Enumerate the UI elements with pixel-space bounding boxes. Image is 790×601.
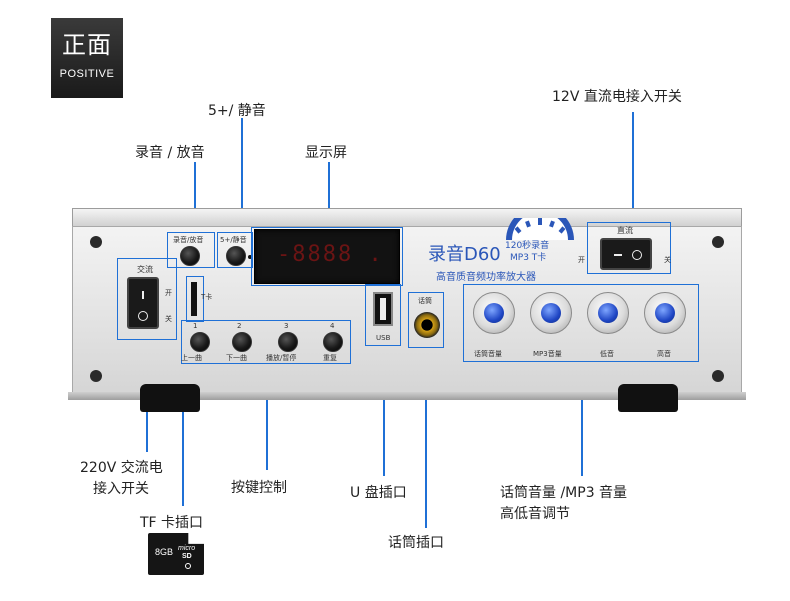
callout-keys: 按键控制 — [231, 480, 287, 496]
leader-dc-power — [632, 112, 634, 220]
chassis-bottom — [68, 392, 746, 400]
callout-usb: U 盘插口 — [350, 485, 407, 501]
dc-power-group — [587, 222, 671, 274]
key-play-pause-button[interactable] — [278, 332, 298, 352]
key1-label: 上一曲 — [181, 354, 202, 362]
mount-hole-top-left — [90, 236, 102, 248]
logo-line1: 120秒录音 — [505, 241, 550, 251]
key2-number: 2 — [237, 322, 242, 330]
badge-subtitle: POSITIVE — [59, 68, 115, 80]
callout-record-play: 录音 / 放音 — [135, 145, 205, 161]
usb-port[interactable] — [373, 292, 393, 326]
leader-usb — [383, 344, 385, 476]
key2-label: 下一曲 — [226, 354, 247, 362]
mic-volume-knob[interactable] — [473, 292, 515, 334]
sd-logo-mark — [185, 563, 191, 569]
record-play-box — [167, 232, 215, 268]
callout-ac-power-line1: 220V 交流电 — [80, 460, 163, 476]
usb-label: USB — [376, 334, 391, 342]
dc-on-label: 开 — [578, 256, 585, 264]
knob2-label: MP3音量 — [533, 350, 562, 358]
key3-number: 3 — [284, 322, 289, 330]
sd-mark: SD — [182, 553, 192, 560]
leader-display — [328, 162, 330, 228]
mute-label: 5+/静音 — [220, 236, 247, 244]
usb-box — [365, 284, 401, 346]
bass-knob[interactable] — [587, 292, 629, 334]
key-repeat-button[interactable] — [323, 332, 343, 352]
chassis-top — [72, 208, 742, 230]
mic-label: 话筒 — [418, 297, 432, 305]
ac-off-label: 关 — [165, 315, 172, 323]
device-subtitle: 高音质音频功率放大器 — [436, 272, 536, 283]
micro-sd-card-icon: 8GB micro SD — [148, 533, 204, 575]
callout-tf-slot: TF 卡插口 — [140, 515, 204, 531]
badge-title: 正面 — [62, 31, 112, 59]
mount-hole-bottom-right — [712, 370, 724, 382]
leader-record-play — [194, 162, 196, 234]
brand-name: 录音D60 — [428, 244, 501, 265]
mute-button[interactable] — [226, 246, 246, 266]
callout-volume-line1: 话筒音量 /MP3 音量 — [500, 485, 628, 501]
callout-mic: 话筒插口 — [388, 535, 444, 551]
tf-card-slot[interactable] — [191, 282, 197, 316]
mic-box — [408, 292, 444, 348]
key4-label: 重复 — [323, 354, 337, 362]
key4-number: 4 — [330, 322, 335, 330]
sd-capacity: 8GB — [155, 547, 174, 557]
callout-volume-line2: 高低音调节 — [500, 506, 570, 522]
ac-power-group — [117, 258, 177, 340]
mute-box — [217, 232, 253, 268]
led-display: -8888 . — [254, 229, 400, 284]
logo-line2: MP3 T卡 — [510, 253, 547, 263]
display-box — [251, 227, 403, 286]
key3-label: 播放/暂停 — [266, 354, 297, 362]
knob4-label: 高音 — [657, 350, 671, 358]
knob3-label: 低音 — [600, 350, 614, 358]
callout-mute: 5+/ 静音 — [208, 103, 266, 119]
mute-indicator — [248, 255, 252, 259]
key-next-button[interactable] — [232, 332, 252, 352]
ac-power-switch[interactable] — [127, 277, 159, 329]
knob-group — [463, 284, 699, 362]
record-play-button[interactable] — [180, 246, 200, 266]
mp3-volume-knob[interactable] — [530, 292, 572, 334]
ac-label: 交流 — [137, 265, 153, 274]
display-readout: -8888 . — [277, 242, 384, 267]
dc-off-label: 关 — [664, 256, 671, 264]
sd-type: micro — [178, 545, 196, 552]
record-play-label: 录音/放音 — [173, 236, 204, 244]
keys-group — [181, 320, 351, 364]
ac-on-label: 开 — [165, 289, 172, 297]
leader-keys — [266, 366, 268, 470]
brand-logo-icon — [506, 218, 574, 240]
knob1-label: 话筒音量 — [474, 350, 502, 358]
leader-tf-slot — [182, 320, 184, 506]
foot-left — [140, 384, 200, 412]
key-previous-button[interactable] — [190, 332, 210, 352]
callout-ac-power-line2: 接入开关 — [93, 481, 149, 497]
dc-power-switch[interactable] — [600, 238, 652, 270]
leader-mute — [241, 118, 243, 218]
mount-hole-bottom-left — [90, 370, 102, 382]
mount-hole-top-right — [712, 236, 724, 248]
front-view-badge: 正面 POSITIVE — [51, 18, 123, 98]
key1-number: 1 — [193, 322, 198, 330]
tf-slot-box — [186, 276, 204, 322]
callout-dc-power: 12V 直流电接入开关 — [552, 89, 682, 105]
dc-label: 直流 — [617, 226, 633, 235]
mic-jack[interactable] — [414, 312, 440, 338]
treble-knob[interactable] — [644, 292, 686, 334]
leader-volume — [581, 362, 583, 476]
leader-mic — [425, 348, 427, 528]
callout-display: 显示屏 — [305, 145, 347, 161]
tf-label: T卡 — [201, 293, 213, 301]
foot-right — [618, 384, 678, 412]
